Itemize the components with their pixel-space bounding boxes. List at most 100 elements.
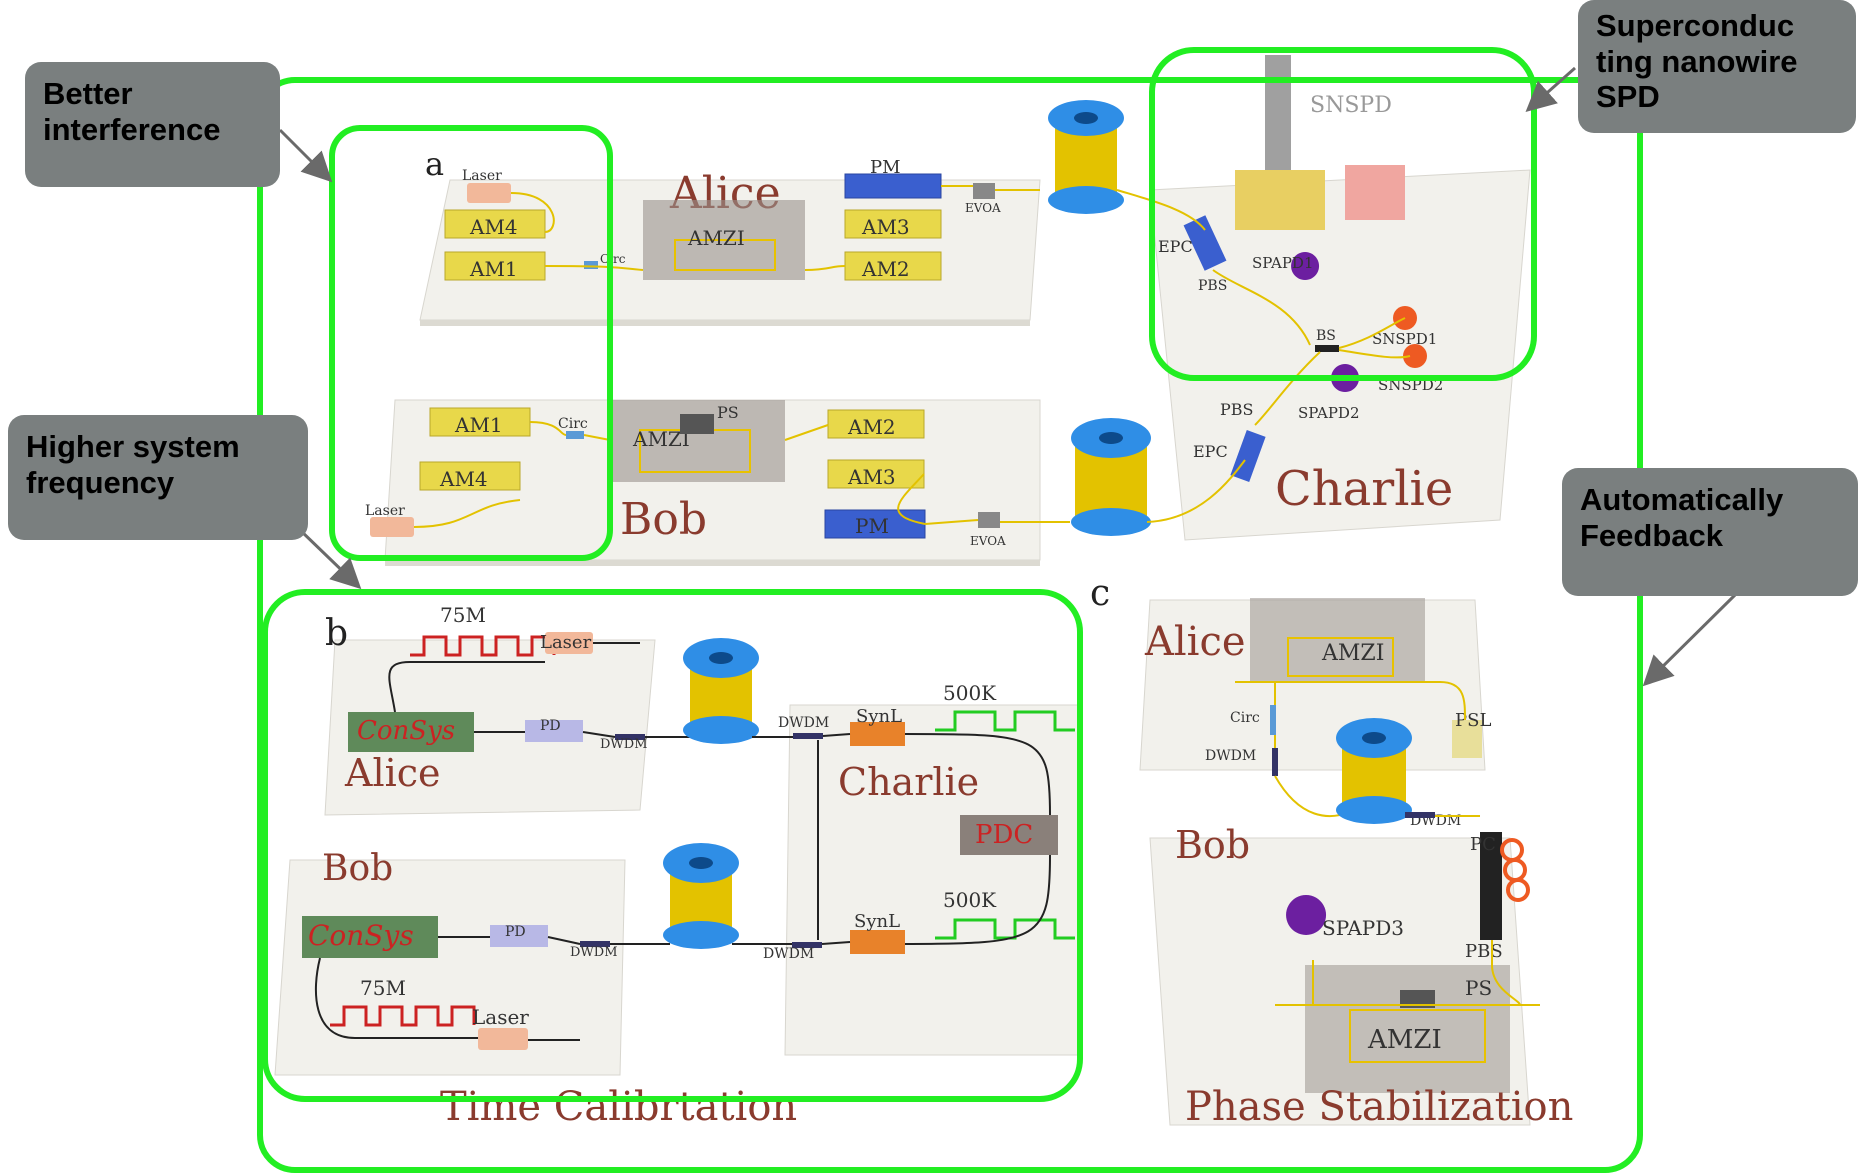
consys-label: ConSys	[308, 919, 414, 952]
am3-modulator	[827, 459, 925, 489]
circ-label: Circ	[558, 416, 588, 432]
laser-box	[370, 517, 414, 537]
freq-top-label: 500K	[943, 681, 997, 705]
laser-label: Laser	[540, 632, 592, 653]
cooler-unit	[1345, 165, 1405, 220]
evoa-box	[973, 183, 995, 199]
dwdm-bottom-label: DWDM	[763, 946, 814, 962]
time-calibration-caption: Time Calibrtation	[440, 1084, 797, 1130]
alice-clock-waveform	[410, 635, 556, 657]
dwdm-box	[580, 941, 610, 947]
panel-c-alice: Alice AMZI Circ PSL DWDM	[1144, 598, 1491, 818]
charlie-wiring	[732, 733, 1051, 945]
bob-title: Bob	[620, 494, 707, 545]
panel-a-bob: Bob AM1 AM4 Laser Circ AMZI PS AM2 AM3 P…	[365, 400, 1070, 548]
panel-c: c Alice AMZI Circ PSL DWDM DWDM Bob	[1090, 573, 1573, 1130]
spapd3-icon	[1286, 895, 1327, 935]
panel-c-bob: DWDM Bob PC SPAPD3 PBS AMZI PS	[1175, 812, 1540, 1093]
pd-label: PD	[540, 718, 561, 734]
dwdm-label: DWDM	[570, 945, 618, 960]
circulator	[1270, 705, 1276, 735]
higher-system-frequency-callout: Higher system frequency	[8, 415, 308, 540]
am4-modulator	[419, 461, 521, 491]
bob-title: Bob	[322, 848, 393, 889]
fiber-spool-alice	[1048, 100, 1124, 214]
evoa-box	[978, 512, 1000, 528]
epc2-label: EPC	[1193, 442, 1228, 461]
panel-b-letter: b	[325, 613, 348, 654]
charlie-title: Charlie	[838, 760, 979, 804]
dwdm-top-label: DWDM	[778, 715, 829, 731]
am2-modulator	[827, 409, 925, 439]
snspd1-label: SNSPD1	[1372, 330, 1437, 348]
laser-box	[545, 632, 593, 654]
psl-label: PSL	[1455, 710, 1491, 731]
pd-label: PD	[505, 924, 526, 940]
phase-stabilization-caption: Phase Stabilization	[1185, 1084, 1573, 1130]
spapd2-label: SPAPD2	[1298, 404, 1360, 422]
ps-label: PS	[717, 403, 739, 422]
am1-label: AM1	[454, 413, 503, 437]
freq-bottom-label: 500K	[943, 888, 997, 912]
am1-label: AM1	[469, 257, 518, 281]
better-interference-callout: Better interference	[25, 62, 280, 187]
ps-box	[680, 414, 714, 434]
fiber-spool-bob	[1071, 418, 1151, 536]
dwdm-box	[615, 734, 645, 740]
pc-box	[1480, 832, 1502, 940]
bob-title: Bob	[1175, 823, 1250, 867]
amzi-label: AMZI	[1321, 641, 1384, 666]
amzi-loop	[1287, 637, 1394, 677]
am2-label: AM2	[861, 257, 910, 281]
fiber-spool-b-alice	[683, 638, 759, 744]
bob-fibers	[413, 421, 1070, 528]
consys-box	[302, 916, 438, 958]
panel-b-bob: Bob ConSys PD DWDM 75M Laser	[302, 848, 670, 1050]
am3-modulator	[844, 209, 942, 239]
synl-top-box	[850, 722, 905, 746]
panel-b-alice: 75M Laser ConSys PD DWDM Alice	[344, 603, 690, 795]
amzi-box	[1250, 598, 1425, 683]
dwdm-label: DWDM	[1205, 748, 1256, 764]
am3-label: AM3	[861, 215, 910, 239]
pbs-label: PBS	[1465, 941, 1503, 962]
circ-label: Circ	[1230, 710, 1260, 726]
am4-modulator	[444, 209, 546, 239]
dwdm-top-box	[793, 733, 823, 739]
synl-bottom-box	[850, 930, 905, 954]
pm-label: PM	[870, 157, 901, 178]
alice-freq-label: 75M	[440, 603, 486, 627]
spapd1-icon	[1291, 252, 1320, 280]
bob-wiring	[314, 936, 670, 1041]
consys-box	[348, 712, 474, 752]
charlie-title: Charlie	[1275, 461, 1453, 517]
pc-coil-3	[1506, 878, 1530, 902]
panel-b: b 75M Laser ConSys PD DWDM Alice Bob Con…	[274, 603, 1081, 1130]
top-sync-waveform	[935, 710, 1075, 732]
pdc-label: PDC	[975, 820, 1033, 850]
laser-label: Laser	[365, 503, 405, 519]
alice-title: Alice	[1144, 619, 1246, 665]
alice-fibers	[510, 185, 1040, 271]
snspd-highlight-box	[1149, 47, 1537, 381]
automatically-feedback-arrow	[1642, 593, 1737, 687]
pbs2-label: PBS	[1220, 400, 1253, 419]
superconducting-nanowire-spd-callout: Superconduc ting nanowire SPD	[1578, 0, 1856, 133]
snspd-label: SNSPD	[1310, 93, 1392, 118]
fiber-spool-c	[1336, 718, 1412, 824]
epc1-label: EPC	[1158, 237, 1193, 256]
pd-box	[525, 720, 583, 742]
automatically-feedback-callout: Automatically Feedback	[1562, 468, 1858, 596]
consys-label: ConSys	[357, 716, 455, 746]
dwdm-box	[1405, 812, 1435, 818]
amzi-loop	[674, 239, 776, 271]
evoa-label: EVOA	[965, 201, 1001, 215]
higher-frequency-arrow	[298, 528, 362, 590]
charlie-fibers	[1116, 189, 1411, 523]
circulator	[566, 431, 584, 439]
psl-box	[1452, 720, 1482, 758]
fiber-spool-b-bob	[663, 843, 739, 949]
panel-a-letter: a	[425, 145, 444, 183]
spapd1-label: SPAPD1	[1252, 254, 1314, 272]
